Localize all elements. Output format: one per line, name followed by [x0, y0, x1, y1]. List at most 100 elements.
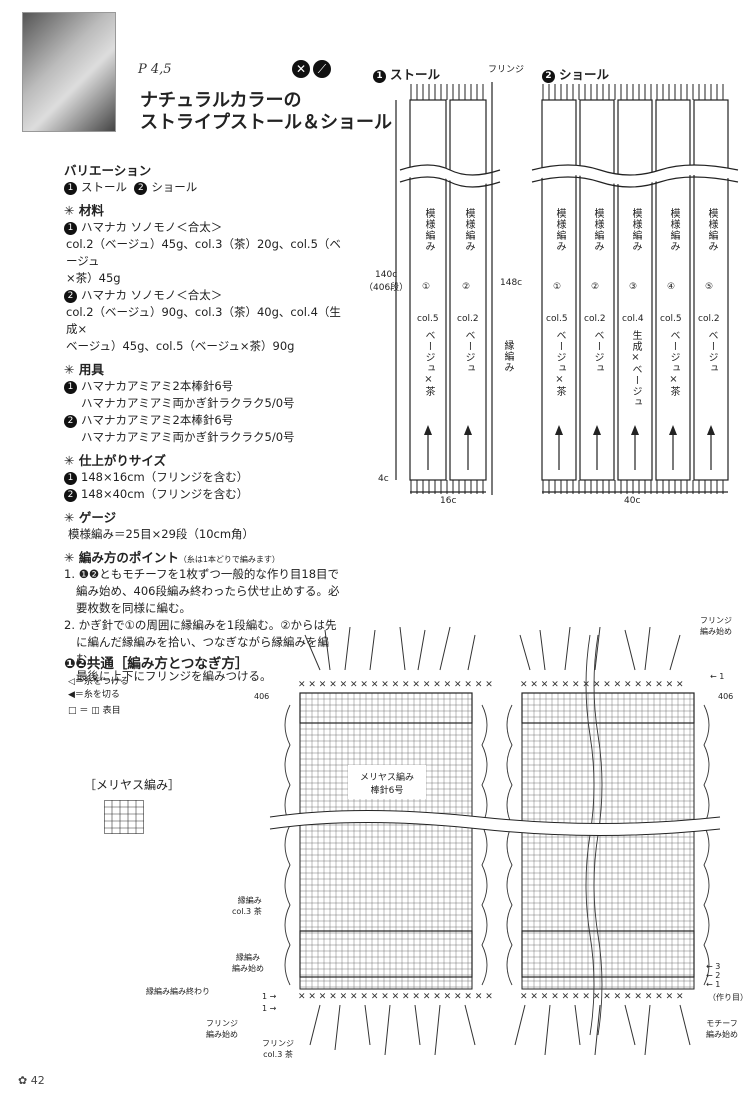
border-start-line2: 編み始め: [232, 964, 264, 973]
fringe-start-line2: 編み始め: [700, 627, 732, 636]
page-number: ✿ 42: [18, 1074, 45, 1087]
border-col-label: 縁編み col.3 茶: [232, 895, 262, 917]
strip-col: col.4: [622, 314, 644, 324]
materials-line: ベージュ）45g、col.5（ベージュ×茶）90g: [66, 339, 295, 353]
row-number: 2: [715, 971, 721, 980]
shawl-width: 40c: [624, 496, 641, 506]
rows-value: （406段）: [364, 283, 409, 293]
common-heading: ❶❷共通［編み方とつなぎ方］: [64, 656, 249, 672]
row-406-left: 406: [254, 692, 270, 701]
row-numbers: ← 3 ← 2 ← 1: [706, 962, 721, 989]
stole-width: 16c: [440, 496, 457, 506]
border-label: 縁編み: [502, 340, 513, 373]
tools-line: ハマナカアミアミ2本棒針6号: [81, 379, 234, 393]
strip-pattern: 模様編み: [423, 208, 434, 252]
diagram2-title-text: ショール: [559, 67, 610, 82]
motif-start-line1: モチーフ: [706, 1019, 738, 1028]
fringe-left-line2: 編み始め: [206, 1030, 238, 1039]
svg-text:✕ ✕ ✕ ✕ ✕ ✕ ✕ ✕ ✕ ✕ ✕ ✕ ✕ ✕ ✕: ✕ ✕ ✕ ✕ ✕ ✕ ✕ ✕ ✕ ✕ ✕ ✕ ✕ ✕ ✕ ✕: [520, 680, 684, 690]
border-label-line1: 縁編み: [237, 896, 262, 905]
points-line: 要枚数を同様に編む。: [76, 601, 191, 615]
border-start-line1: 縁編み: [236, 953, 260, 962]
knit-needles-icon: ✕: [292, 60, 310, 78]
chart-center-label2: 棒針6号: [370, 786, 404, 796]
tools-line: ハマナカアミアミ両かぎ針ラクラク5/0号: [81, 396, 295, 410]
legend-item: ＝糸を切る: [74, 690, 120, 700]
svg-text:✕ ✕ ✕ ✕ ✕ ✕ ✕ ✕ ✕ ✕ ✕ ✕ ✕ ✕ ✕: ✕ ✕ ✕ ✕ ✕ ✕ ✕ ✕ ✕ ✕ ✕ ✕ ✕ ✕ ✕ ✕ ✕ ✕ ✕: [298, 680, 493, 690]
materials-line: col.2（ベージュ）45g、col.3（茶）20g、col.5（ベージュ: [66, 237, 341, 268]
strip-num: ①: [553, 282, 562, 292]
tools-line: ハマナカアミアミ2本棒針6号: [81, 413, 234, 427]
strip-col: col.2: [698, 314, 720, 324]
points-line: 1. ❶❷ともモチーフを1枚ずつ一般的な作り目18目で: [64, 567, 340, 581]
tools-line: ハマナカアミアミ両かぎ針ラクラク5/0号: [81, 430, 295, 444]
edge-length: 4c: [378, 474, 389, 484]
points-heading-text: 編み方のポイント: [78, 550, 179, 565]
page-number-value: 42: [30, 1074, 45, 1087]
fringe-left-label: フリンジ 編み始め: [206, 1018, 238, 1040]
size-line: 148×40cm（フリンジを含む）: [81, 487, 249, 501]
tools-heading-text: 用具: [78, 362, 104, 377]
chart-center-label: メリヤス編み 棒針6号: [360, 770, 415, 796]
materials-line: col.2（ベージュ）90g、col.3（茶）40g、col.4（生成×: [66, 305, 341, 336]
strip-color: 生成×ベージュ: [630, 330, 641, 408]
materials-line: ハマナカ ソノモノ＜合太＞: [81, 288, 223, 302]
strip-color: ベージュ: [706, 330, 717, 374]
legend-item: □ ＝ ◫ 表目: [68, 706, 121, 716]
variation-heading: バリエーション: [64, 163, 152, 178]
strip-num: ②: [591, 282, 600, 292]
crochet-hook-icon: ⟋: [313, 60, 331, 78]
strip-col: col.2: [584, 314, 606, 324]
length-value: 140c: [375, 270, 398, 280]
strip-num: ④: [667, 282, 676, 292]
strip-pattern: 模様編み: [630, 208, 641, 252]
size-heading-text: 仕上がりサイズ: [78, 453, 166, 468]
materials-line: ×茶）45g: [66, 271, 121, 285]
layout-diagrams: [395, 82, 740, 495]
materials-heading-text: 材料: [78, 203, 104, 218]
size-line: 148×16cm（フリンジを含む）: [81, 470, 249, 484]
strip-pattern: 模様編み: [592, 208, 603, 252]
fringe-start-line1: フリンジ: [700, 616, 732, 625]
border-start-label: 縁編み 編み始め: [232, 952, 264, 974]
row-number: 1: [715, 980, 721, 989]
cast-on-label: （作り目）: [708, 993, 748, 1002]
strip-color: ベージュ: [592, 330, 603, 374]
strip-pattern: 模様編み: [554, 208, 565, 252]
size-heading: ✳ 仕上がりサイズ: [64, 453, 166, 468]
strip-col: col.5: [546, 314, 568, 324]
points-heading: ✳ 編み方のポイント（糸は1本どりで編みます）: [64, 550, 280, 565]
page-reference: P 4,5: [138, 62, 172, 77]
arrow-one-value: 1: [719, 672, 725, 681]
fringe-start-label: フリンジ 編み始め: [700, 615, 732, 637]
motif-start-line2: 編み始め: [706, 1030, 738, 1039]
gauge-heading: ✳ ゲージ: [64, 510, 117, 525]
chart-center-label1: メリヤス編み: [360, 773, 415, 783]
materials-heading: ✳ 材料: [64, 203, 104, 218]
strip-num: ③: [629, 282, 638, 292]
border-label-line2: col.3 茶: [232, 907, 262, 916]
fringe-bottom-line1: フリンジ: [262, 1039, 294, 1048]
title-line2: ストライプストール＆ショール: [140, 112, 392, 133]
strip-color: ベージュ×茶: [423, 330, 434, 397]
fringe-left-line1: フリンジ: [206, 1019, 238, 1028]
arrow-one-left1: 1 →: [262, 992, 277, 1001]
cut-yarn-icon: ◀: [68, 690, 75, 700]
strip-col: col.5: [660, 314, 682, 324]
model-photo: [22, 12, 116, 132]
strip-pattern: 模様編み: [668, 208, 679, 252]
diagram1-title-text: ストール: [390, 67, 441, 82]
strip-color: ベージュ×茶: [668, 330, 679, 397]
arrow-one-top: ← 1: [710, 672, 725, 681]
motif-start-label: モチーフ 編み始め: [706, 1018, 738, 1040]
arrow-one-left2: 1 →: [262, 1004, 277, 1013]
strip-pattern: 模様編み: [463, 208, 474, 252]
legend: ◁＝糸をつける ◀＝糸を切る □ ＝ ◫ 表目: [68, 676, 129, 718]
strip-color: ベージュ×茶: [554, 330, 565, 397]
title-line1: ナチュラルカラーの: [140, 90, 302, 111]
gauge-line: 模様編み＝25目×29段（10cm角）: [68, 527, 255, 541]
arrow-one-value: 1: [262, 1004, 268, 1013]
